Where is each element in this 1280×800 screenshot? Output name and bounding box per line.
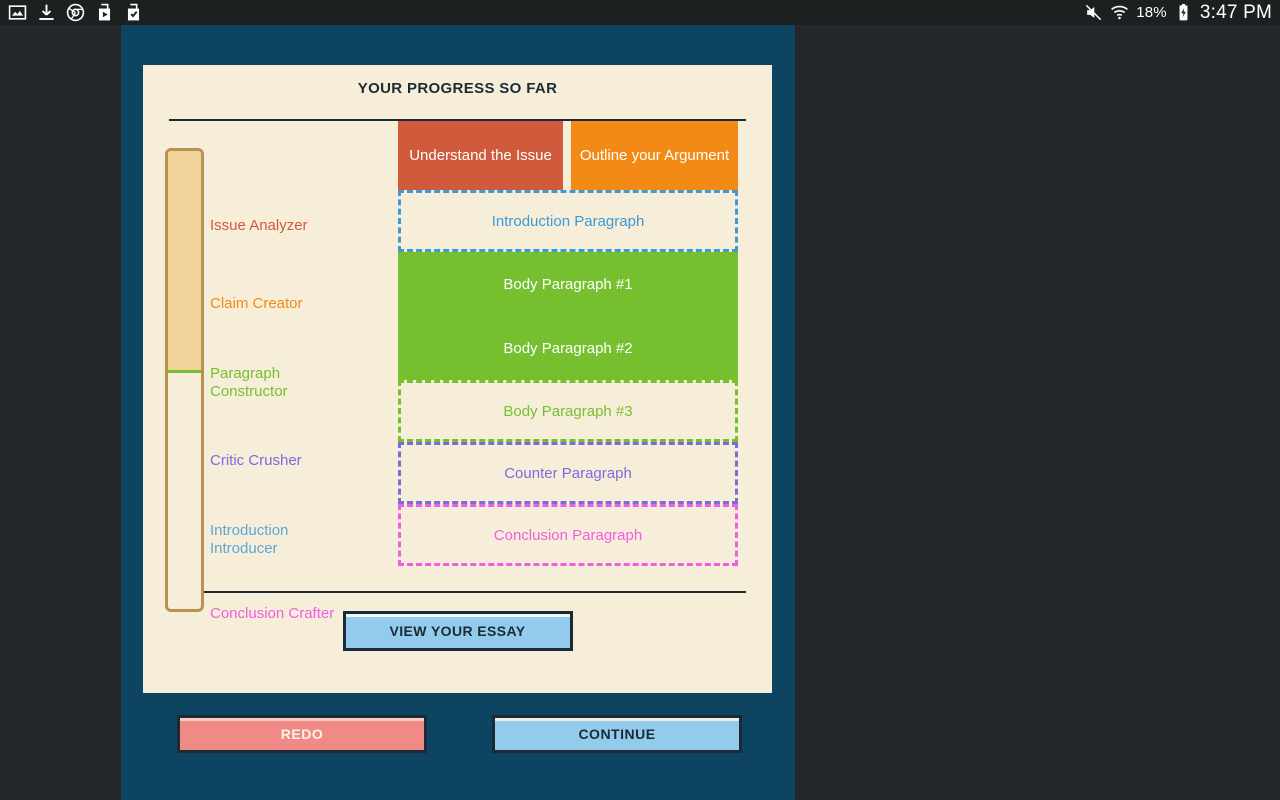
clock-label: 3:47 PM bbox=[1199, 1, 1272, 23]
play-store-icon bbox=[95, 3, 114, 22]
stage-label: Conclusion Crafter bbox=[210, 605, 335, 622]
battery-charging-icon bbox=[1174, 3, 1193, 22]
stage-label: Claim Creator bbox=[210, 295, 303, 312]
chrome-icon bbox=[66, 3, 85, 22]
essay-block[interactable]: Body Paragraph #1 bbox=[398, 252, 738, 316]
block-row: Conclusion Paragraph bbox=[398, 504, 743, 566]
stage-label-line: Introduction bbox=[210, 522, 289, 539]
block-row: Body Paragraph #1 bbox=[398, 252, 743, 316]
essay-block[interactable]: Body Paragraph #2 bbox=[398, 316, 738, 380]
redo-button[interactable]: REDO bbox=[177, 715, 427, 753]
wifi-icon bbox=[1110, 3, 1129, 22]
gallery-icon bbox=[8, 3, 27, 22]
block-row: Counter Paragraph bbox=[398, 442, 743, 504]
essay-block[interactable]: Introduction Paragraph bbox=[398, 190, 738, 252]
mute-icon bbox=[1084, 3, 1103, 22]
view-essay-button[interactable]: VIEW YOUR ESSAY bbox=[342, 611, 573, 651]
essay-block[interactable]: Body Paragraph #3 bbox=[398, 380, 738, 442]
stage-label-line: Constructor bbox=[210, 383, 288, 400]
battery-percent-label: 18% bbox=[1136, 4, 1167, 21]
action-button-row: REDO CONTINUE bbox=[143, 673, 772, 753]
status-bar-left-icons bbox=[8, 3, 143, 22]
play-store-checked-icon bbox=[124, 3, 143, 22]
block-row: Introduction Paragraph bbox=[398, 190, 743, 252]
stage-label: Critic Crusher bbox=[210, 452, 302, 469]
view-essay-row: VIEW YOUR ESSAY bbox=[143, 593, 772, 651]
continue-button[interactable]: CONTINUE bbox=[492, 715, 742, 753]
stage-label: Issue Analyzer bbox=[210, 217, 308, 234]
divider-top bbox=[169, 119, 746, 121]
block-row: Body Paragraph #2 bbox=[398, 316, 743, 380]
android-status-bar: 18% 3:47 PM bbox=[0, 0, 1280, 25]
stage-label-line: Introducer bbox=[210, 540, 278, 557]
divider-bottom bbox=[169, 591, 746, 593]
essay-block[interactable]: Conclusion Paragraph bbox=[398, 504, 738, 566]
block-row: Body Paragraph #3 bbox=[398, 380, 743, 442]
tab-gap bbox=[563, 121, 571, 190]
progress-fill bbox=[168, 151, 201, 374]
essay-block[interactable]: Outline your Argument bbox=[571, 121, 738, 190]
stage-label-line: Paragraph bbox=[210, 365, 281, 382]
essay-block[interactable]: Understand the Issue bbox=[398, 121, 563, 190]
essay-block[interactable]: Counter Paragraph bbox=[398, 442, 738, 504]
status-bar-right-zone: 18% 3:47 PM bbox=[1084, 2, 1272, 24]
page-title: YOUR PROGRESS SO FAR bbox=[357, 80, 558, 97]
download-icon bbox=[37, 3, 56, 22]
progress-rail bbox=[165, 148, 204, 612]
